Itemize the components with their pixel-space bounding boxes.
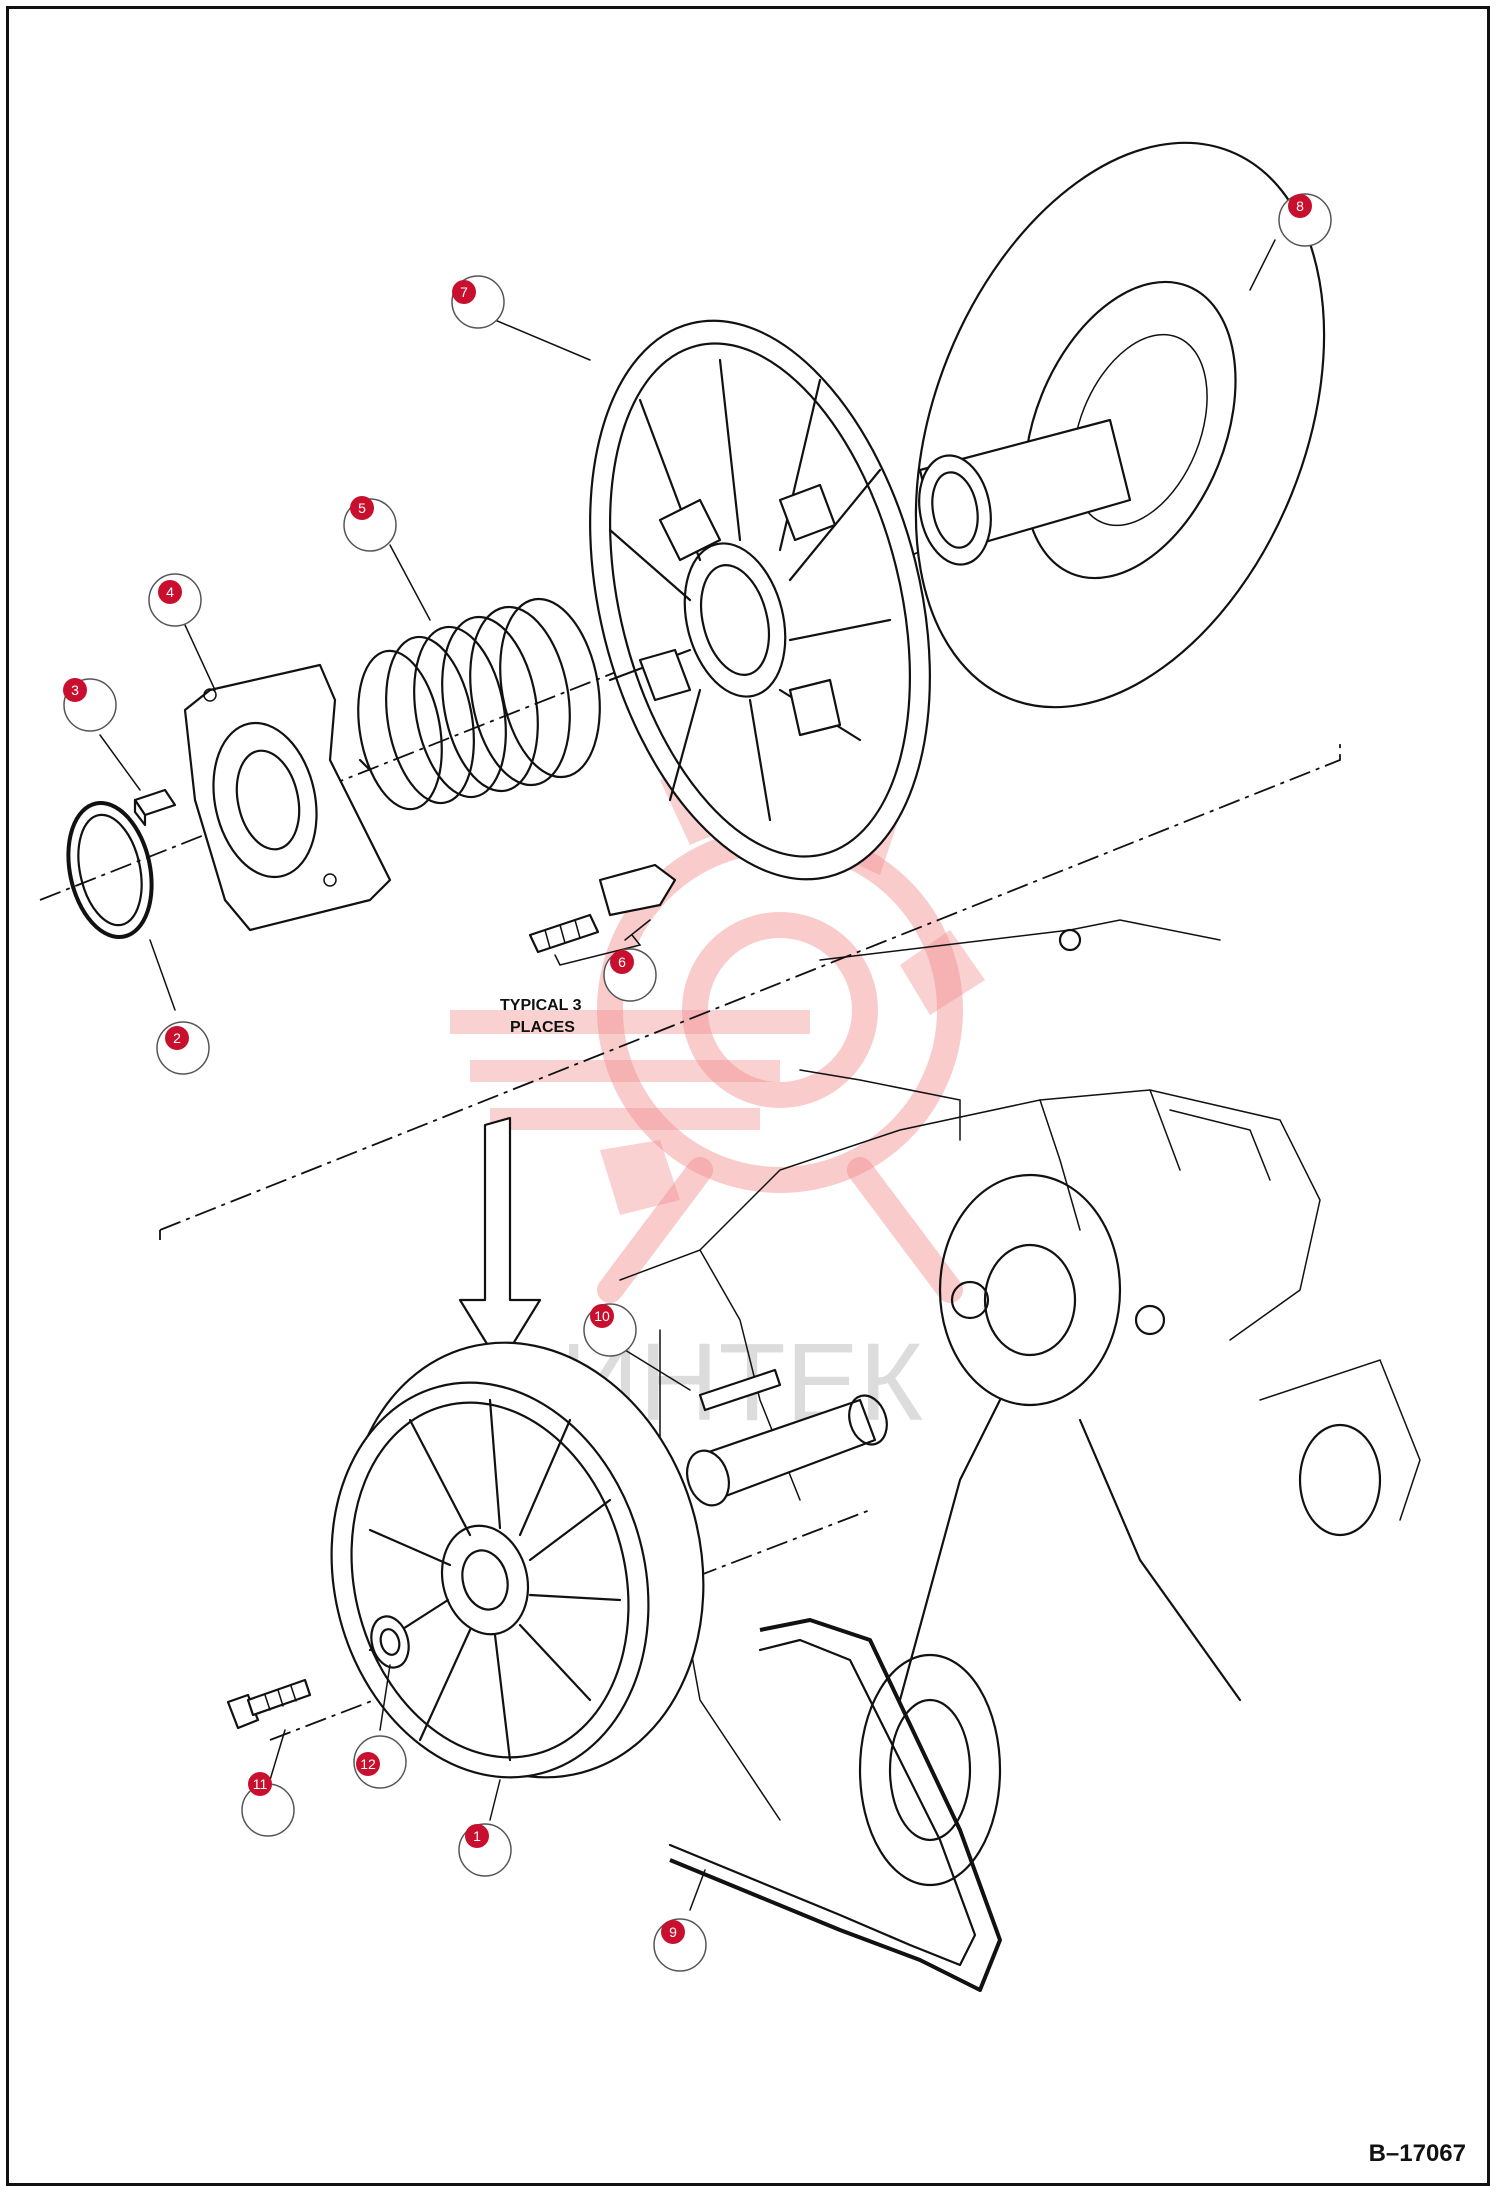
callout-3: 3 xyxy=(63,678,117,732)
typical-note-line2: PLACES xyxy=(510,1019,575,1036)
separator-line xyxy=(159,740,1341,1240)
diagram-frame xyxy=(6,6,1490,2186)
callout-6: 6 xyxy=(603,948,657,1002)
part-3-key xyxy=(133,788,177,827)
svg-text:4: 4 xyxy=(166,584,174,600)
svg-text:1: 1 xyxy=(473,1828,481,1844)
crankshaft xyxy=(686,1394,888,1507)
upper-axis-line xyxy=(39,519,1001,901)
svg-text:12: 12 xyxy=(360,1756,376,1772)
figure-id: B–17067 xyxy=(1368,2140,1466,2167)
part-4-cover xyxy=(183,663,392,932)
part-6-weight xyxy=(528,863,677,966)
callout-1: 1 xyxy=(458,1823,512,1877)
assembly-arrow xyxy=(458,1116,542,1367)
svg-text:3: 3 xyxy=(71,682,79,698)
svg-text:6: 6 xyxy=(618,954,626,970)
svg-text:10: 10 xyxy=(594,1308,610,1324)
callout-9: 9 xyxy=(653,1918,707,1972)
callout-11: 11 xyxy=(241,1772,295,1837)
svg-text:9: 9 xyxy=(669,1924,677,1940)
part-10-key xyxy=(698,1368,782,1412)
part-7-movable-sheave xyxy=(589,319,931,881)
svg-text:5: 5 xyxy=(358,500,366,516)
callout-4: 4 xyxy=(148,573,202,627)
callout-10: 10 xyxy=(583,1303,637,1357)
svg-text:11: 11 xyxy=(253,1776,268,1792)
part-1-drive-pulley xyxy=(330,1341,705,1779)
part-2-snap-ring xyxy=(66,800,154,940)
callout-7: 7 xyxy=(451,275,505,329)
part-11-bolt xyxy=(226,1678,312,1730)
svg-text:7: 7 xyxy=(460,284,468,300)
part-5-spring xyxy=(357,597,601,811)
part-12-washer xyxy=(370,1615,410,1669)
part-8-sheave xyxy=(914,141,1326,709)
callout-2: 2 xyxy=(156,1021,210,1075)
svg-text:2: 2 xyxy=(173,1030,181,1046)
svg-text:8: 8 xyxy=(1296,198,1304,214)
callout-12: 12 xyxy=(353,1735,407,1789)
typical-note: TYPICAL 3 PLACES xyxy=(500,997,582,1036)
part-9-belt xyxy=(668,1618,1002,1992)
leader-lines xyxy=(99,239,1276,1911)
typical-note-line1: TYPICAL 3 xyxy=(500,997,582,1014)
callout-5: 5 xyxy=(343,496,397,552)
callout-8: 8 xyxy=(1278,193,1332,247)
